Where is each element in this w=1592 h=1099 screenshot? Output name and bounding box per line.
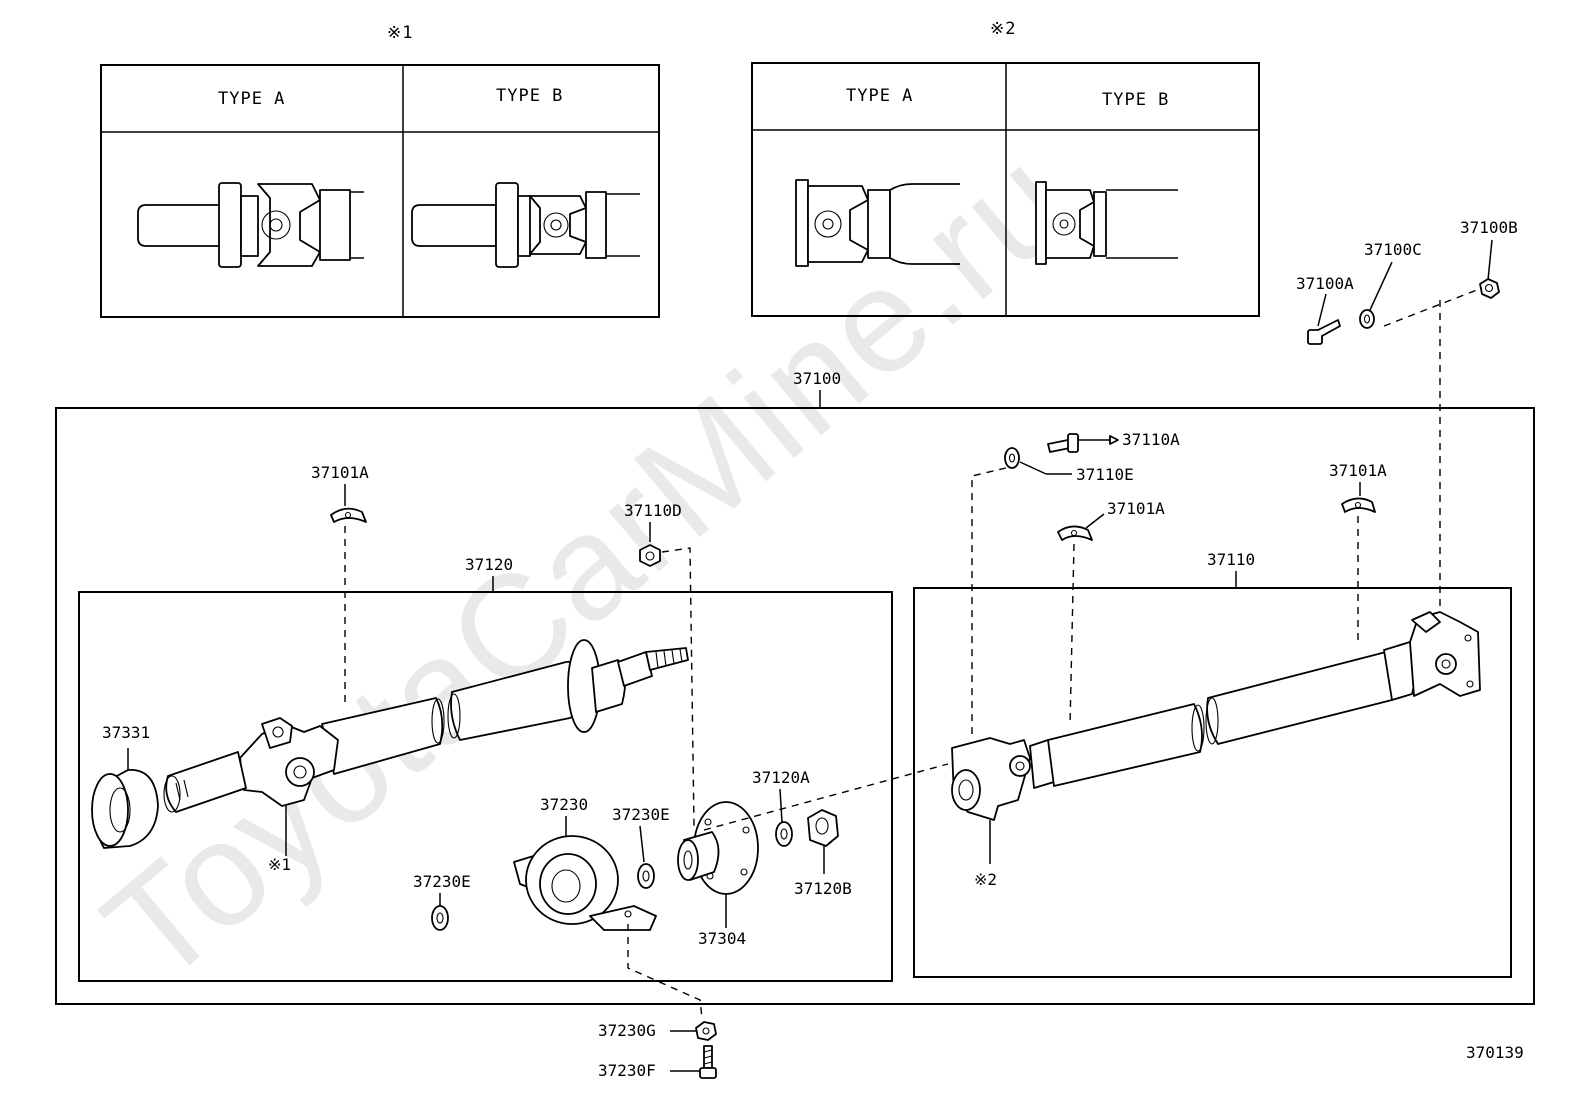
inset-2-type-b-joint [1035, 181, 1178, 265]
callout-37100C: 37100C [1364, 240, 1422, 259]
clip-37101A-right: 37101A [1329, 461, 1387, 644]
washer-37230E-a: 37230E [612, 805, 670, 889]
front-section-frame [913, 587, 1512, 978]
inset-1-type-a-label: TYPE A [218, 89, 285, 109]
front-section-label: 37110 [1207, 550, 1255, 569]
inset-1-type-a-joint [137, 182, 364, 268]
callout-ref-2: ※2 [974, 870, 997, 889]
clip-37101A-mid: 37101A [1057, 499, 1165, 727]
washer-37110E-group: 37110E [1004, 447, 1134, 484]
callout-37120B: 37120B [794, 879, 852, 898]
inset-2-ref: ※2 [990, 19, 1016, 39]
bolt-37110A-group: 37110A [1047, 430, 1180, 453]
callout-37110A: 37110A [1122, 430, 1180, 449]
callout-37100B: 37100B [1460, 218, 1518, 237]
washer-37120A: 37120A [752, 768, 810, 847]
nut-37120B: 37120B [794, 809, 852, 898]
inset-2-type-a-label: TYPE A [846, 86, 913, 106]
callout-37101A-mid: 37101A [1107, 499, 1165, 518]
nut-37230G: 37230G [598, 1021, 717, 1041]
callout-37230E-b: 37230E [413, 872, 471, 891]
bolt-37230F: 37230F [598, 1045, 717, 1080]
center-bearing-37230: 37230 [513, 795, 703, 1019]
rear-section-label: 37120 [465, 555, 513, 574]
bolt-37100A-icon [1307, 319, 1341, 345]
rear-shaft-37120: 37331 ※1 [91, 639, 689, 874]
diagram-number: 370139 [1466, 1043, 1524, 1062]
callout-37230: 37230 [540, 795, 588, 814]
inset-1-ref: ※1 [387, 23, 413, 43]
inset-2-type-b-label: TYPE B [1102, 90, 1169, 110]
inset-1-type-b-label: TYPE B [496, 86, 563, 106]
washer-37100C-icon [1359, 309, 1375, 329]
callout-37110E: 37110E [1076, 465, 1134, 484]
inset-1: ※1 TYPE A TYPE B [100, 23, 660, 318]
callout-37331: 37331 [102, 723, 150, 742]
callout-ref-1: ※1 [268, 855, 291, 874]
callout-37100A: 37100A [1296, 274, 1354, 293]
clip-37101A-left: 37101A [311, 463, 369, 705]
inset-1-type-b-joint [411, 182, 640, 268]
callout-37120A: 37120A [752, 768, 810, 787]
top-right-fasteners: 37100A 37100C 37100B [1296, 218, 1518, 345]
callout-37230E-a: 37230E [612, 805, 670, 824]
callout-37230F: 37230F [598, 1061, 656, 1080]
inset-2: ※2 TYPE A TYPE B [751, 19, 1260, 317]
front-shaft-37110: ※2 [951, 611, 1481, 889]
flange-37304: 37304 [677, 801, 759, 948]
washer-37230E-b: 37230E [413, 872, 471, 931]
nut-37100B-icon [1479, 278, 1500, 299]
nut-37110D-group: 37110D [624, 501, 695, 827]
callout-37110D: 37110D [624, 501, 682, 520]
rear-section-frame [78, 591, 893, 982]
callout-37101A-right: 37101A [1329, 461, 1387, 480]
inset-2-type-a-joint [795, 179, 960, 267]
assembly-label: 37100 [793, 369, 841, 388]
callout-37230G: 37230G [598, 1021, 656, 1040]
callout-37304: 37304 [698, 929, 746, 948]
callout-37101A-left: 37101A [311, 463, 369, 482]
assembly-frame [55, 407, 1535, 1005]
